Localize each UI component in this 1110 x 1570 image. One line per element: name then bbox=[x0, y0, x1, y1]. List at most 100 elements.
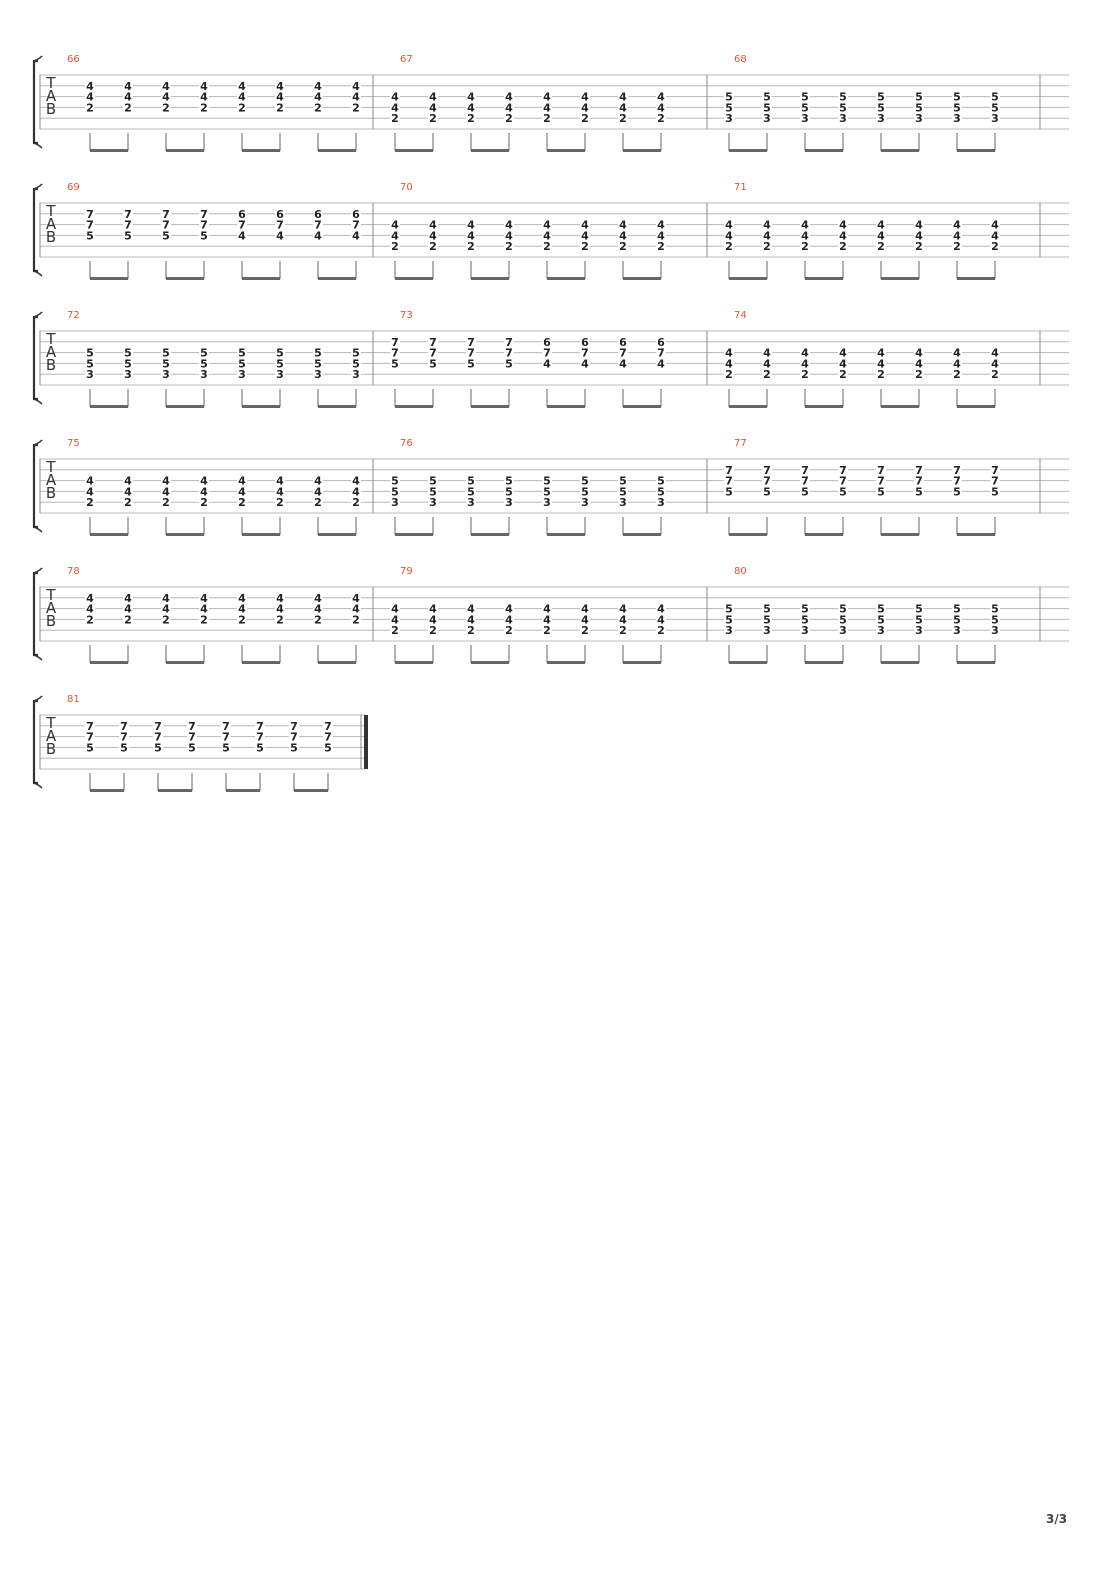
fret-background bbox=[161, 486, 171, 497]
fret-number: 5 bbox=[505, 475, 513, 488]
beat-chord: 442 bbox=[466, 91, 476, 125]
fret-number: 7 bbox=[124, 219, 132, 232]
fret-background bbox=[199, 475, 209, 486]
system-bracket bbox=[32, 187, 38, 273]
fret-number: 4 bbox=[314, 603, 322, 616]
beat-chord: 775 bbox=[123, 208, 133, 242]
fret-background bbox=[762, 475, 772, 486]
fret-number: 2 bbox=[162, 101, 170, 114]
beat-chord: 442 bbox=[237, 80, 247, 114]
measure-number: 71 bbox=[734, 182, 747, 193]
fret-number: 5 bbox=[763, 485, 771, 498]
fret-background bbox=[237, 358, 247, 369]
beat-chord: 442 bbox=[237, 592, 247, 626]
fret-background bbox=[428, 241, 438, 252]
fret-number: 2 bbox=[200, 613, 208, 626]
fret-background bbox=[187, 731, 197, 742]
fret-background bbox=[153, 742, 163, 753]
fret-number: 5 bbox=[839, 485, 847, 498]
fret-number: 4 bbox=[276, 91, 284, 104]
fret-background bbox=[914, 219, 924, 230]
beat-chord: 775 bbox=[724, 464, 734, 498]
fret-background bbox=[762, 464, 772, 475]
fret-number: 7 bbox=[238, 219, 246, 232]
fret-number: 7 bbox=[763, 475, 771, 488]
fret-number: 5 bbox=[915, 485, 923, 498]
beat-chord: 553 bbox=[800, 603, 810, 637]
note-beam bbox=[957, 277, 995, 280]
fret-background bbox=[542, 614, 552, 625]
fret-background bbox=[504, 497, 514, 508]
fret-number: 5 bbox=[124, 357, 132, 370]
beat-chord: 442 bbox=[656, 91, 666, 125]
fret-number: 4 bbox=[505, 613, 513, 626]
beat-chord: 674 bbox=[351, 208, 361, 242]
fret-number: 3 bbox=[429, 496, 437, 509]
fret-number: 5 bbox=[915, 603, 923, 616]
note-beam bbox=[729, 277, 767, 280]
fret-number: 3 bbox=[200, 368, 208, 381]
tab-clef-letter: T bbox=[45, 714, 56, 732]
beat-chord: 442 bbox=[618, 219, 628, 253]
note-beam bbox=[395, 661, 433, 664]
fret-number: 5 bbox=[725, 485, 733, 498]
note-beam bbox=[623, 533, 661, 536]
fret-number: 5 bbox=[124, 347, 132, 360]
fret-background bbox=[123, 91, 133, 102]
fret-background bbox=[85, 475, 95, 486]
fret-background bbox=[952, 230, 962, 241]
fret-number: 2 bbox=[657, 624, 665, 637]
note-beam bbox=[90, 149, 128, 152]
fret-background bbox=[724, 464, 734, 475]
fret-background bbox=[800, 230, 810, 241]
fret-background bbox=[838, 486, 848, 497]
bracket-top-curl bbox=[33, 311, 43, 318]
fret-number: 5 bbox=[162, 229, 170, 242]
note-beam bbox=[242, 661, 280, 664]
note-beam bbox=[471, 405, 509, 408]
measure-number: 74 bbox=[734, 310, 747, 321]
fret-background bbox=[724, 486, 734, 497]
fret-number: 7 bbox=[801, 464, 809, 477]
beat-chord: 442 bbox=[161, 475, 171, 509]
fret-number: 7 bbox=[120, 720, 128, 733]
fret-number: 5 bbox=[256, 741, 264, 754]
fret-background bbox=[952, 475, 962, 486]
fret-background bbox=[351, 475, 361, 486]
fret-number: 4 bbox=[429, 91, 437, 104]
fret-number: 4 bbox=[763, 357, 771, 370]
fret-number: 4 bbox=[314, 91, 322, 104]
fret-background bbox=[85, 369, 95, 380]
fret-number: 5 bbox=[801, 101, 809, 114]
fret-number: 4 bbox=[352, 485, 360, 498]
beat-chord: 442 bbox=[161, 80, 171, 114]
fret-number: 7 bbox=[839, 464, 847, 477]
fret-background bbox=[580, 497, 590, 508]
fret-background bbox=[580, 241, 590, 252]
fret-background bbox=[990, 358, 1000, 369]
fret-background bbox=[876, 219, 886, 230]
fret-background bbox=[119, 731, 129, 742]
fret-number: 3 bbox=[725, 112, 733, 125]
note-beam bbox=[623, 149, 661, 152]
fret-background bbox=[428, 230, 438, 241]
fret-background bbox=[838, 358, 848, 369]
fret-number: 4 bbox=[543, 229, 551, 242]
fret-number: 4 bbox=[467, 603, 475, 616]
fret-background bbox=[390, 625, 400, 636]
fret-number: 5 bbox=[188, 741, 196, 754]
fret-background bbox=[85, 80, 95, 91]
fret-background bbox=[952, 102, 962, 113]
fret-number: 4 bbox=[162, 80, 170, 93]
beat-chord: 553 bbox=[952, 91, 962, 125]
tab-clef-letter: B bbox=[46, 484, 56, 502]
fret-number: 5 bbox=[124, 229, 132, 242]
fret-background bbox=[313, 475, 323, 486]
fret-background bbox=[618, 347, 628, 358]
fret-background bbox=[123, 358, 133, 369]
fret-background bbox=[123, 497, 133, 508]
fret-number: 2 bbox=[657, 240, 665, 253]
note-beam bbox=[318, 533, 356, 536]
